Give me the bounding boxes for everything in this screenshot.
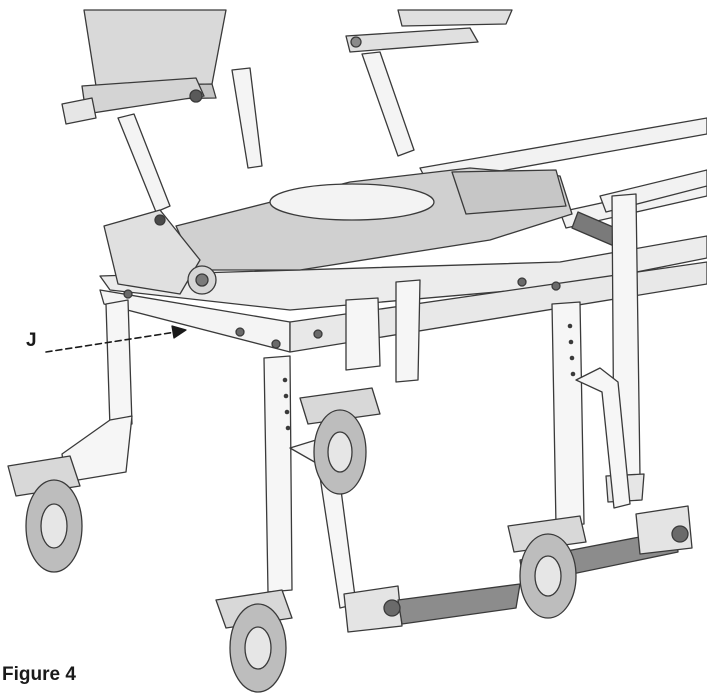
left-footplate bbox=[343, 583, 521, 633]
caster-wheel-front-left bbox=[7, 455, 83, 573]
front-left-leg bbox=[61, 299, 133, 483]
right-armrest bbox=[345, 27, 479, 53]
rear-left-leg bbox=[345, 279, 421, 383]
rear-right-leg bbox=[551, 193, 645, 527]
frame-fasteners bbox=[123, 277, 561, 349]
callout-arrowhead bbox=[171, 325, 187, 339]
caster-wheel-rear-left bbox=[299, 387, 381, 495]
seat-frame bbox=[99, 235, 707, 353]
callout-leader-line bbox=[45, 331, 177, 353]
callout-label-j: J bbox=[26, 330, 37, 351]
caster-wheel-rear-right bbox=[507, 515, 587, 619]
seat-hinge-bracket bbox=[103, 209, 217, 295]
caster-wheel-front-right bbox=[215, 589, 293, 693]
seat-cushion bbox=[175, 167, 573, 271]
back-uprights bbox=[117, 51, 415, 213]
left-armrest bbox=[61, 77, 205, 125]
figure-caption: Figure 4 bbox=[2, 664, 76, 685]
adjustment-holes bbox=[282, 323, 576, 431]
front-right-leg bbox=[263, 355, 293, 593]
